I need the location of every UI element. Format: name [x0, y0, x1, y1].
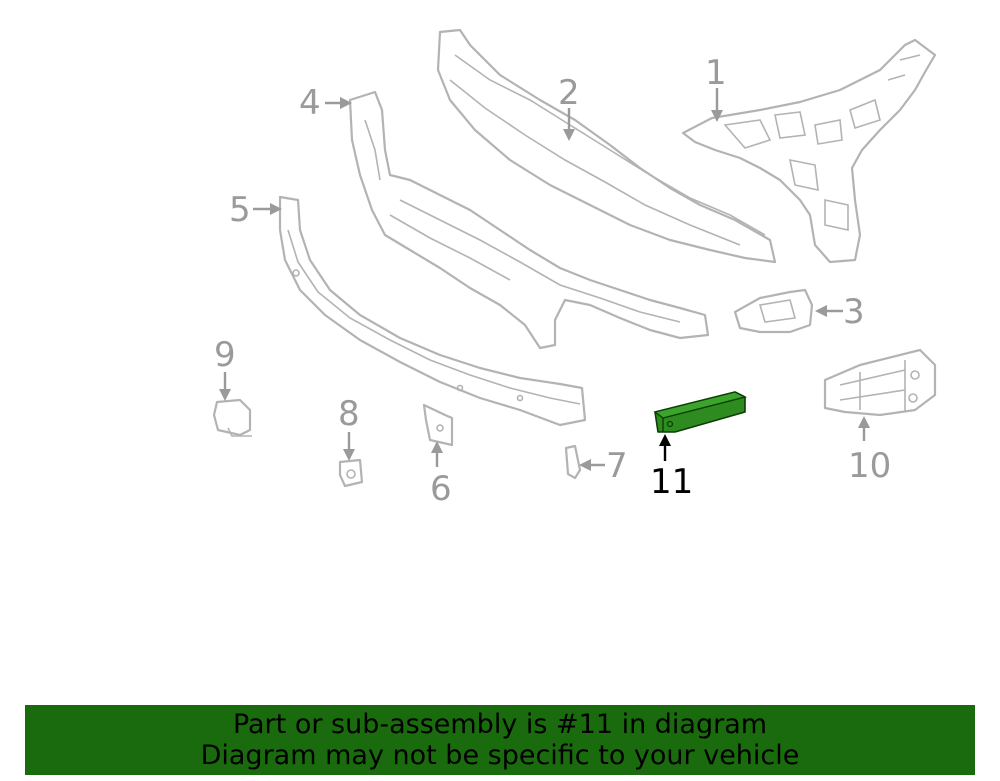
- part-8-clip[interactable]: [338, 458, 364, 488]
- callout-11-label: 11: [650, 462, 693, 502]
- callout-2-leader: [563, 108, 575, 141]
- callout-2-label: 2: [558, 73, 580, 113]
- parts-diagram: 1 2 4 5 3: [212, 28, 937, 509]
- banner-line-2: Diagram may not be specific to your vehi…: [200, 740, 800, 771]
- part-3-bracket[interactable]: [733, 288, 814, 334]
- part-9-sensor-bracket[interactable]: [212, 398, 252, 437]
- part-2-upper-carrier[interactable]: [436, 28, 777, 264]
- callout-4-label: 4: [299, 83, 321, 123]
- callout-9-label: 9: [214, 335, 236, 375]
- banner-line-1: Part or sub-assembly is #11 in diagram: [232, 709, 768, 740]
- part-10-mounting-plate[interactable]: [823, 348, 937, 417]
- part-11-highlighted[interactable]: [653, 391, 747, 433]
- callout-7-label: 7: [606, 446, 628, 486]
- part-7-clip[interactable]: [564, 444, 582, 480]
- callout-1-leader: [711, 88, 723, 122]
- info-banner: Part or sub-assembly is #11 in diagram D…: [25, 705, 975, 775]
- callout-6-leader: [431, 441, 443, 467]
- callout-3-leader: [815, 305, 843, 317]
- part-4-absorber[interactable]: [348, 90, 710, 350]
- part-5-reinforcement[interactable]: [278, 195, 587, 427]
- callout-8-label: 8: [338, 394, 360, 434]
- callout-3-label: 3: [843, 292, 865, 332]
- callout-5-leader: [253, 203, 282, 215]
- callout-6-label: 6: [430, 469, 452, 509]
- part-6-bracket[interactable]: [422, 403, 454, 447]
- callout-8-leader: [343, 432, 355, 461]
- callout-5-label: 5: [229, 190, 251, 230]
- callout-4-leader: [325, 97, 352, 109]
- callout-7-leader: [579, 459, 605, 471]
- callout-10-leader: [858, 416, 870, 441]
- callout-1-label: 1: [705, 53, 727, 93]
- callout-10-label: 10: [848, 446, 891, 486]
- callout-11-leader: [659, 434, 671, 461]
- callout-9-leader: [219, 372, 231, 401]
- part-1-bracket[interactable]: [681, 38, 937, 264]
